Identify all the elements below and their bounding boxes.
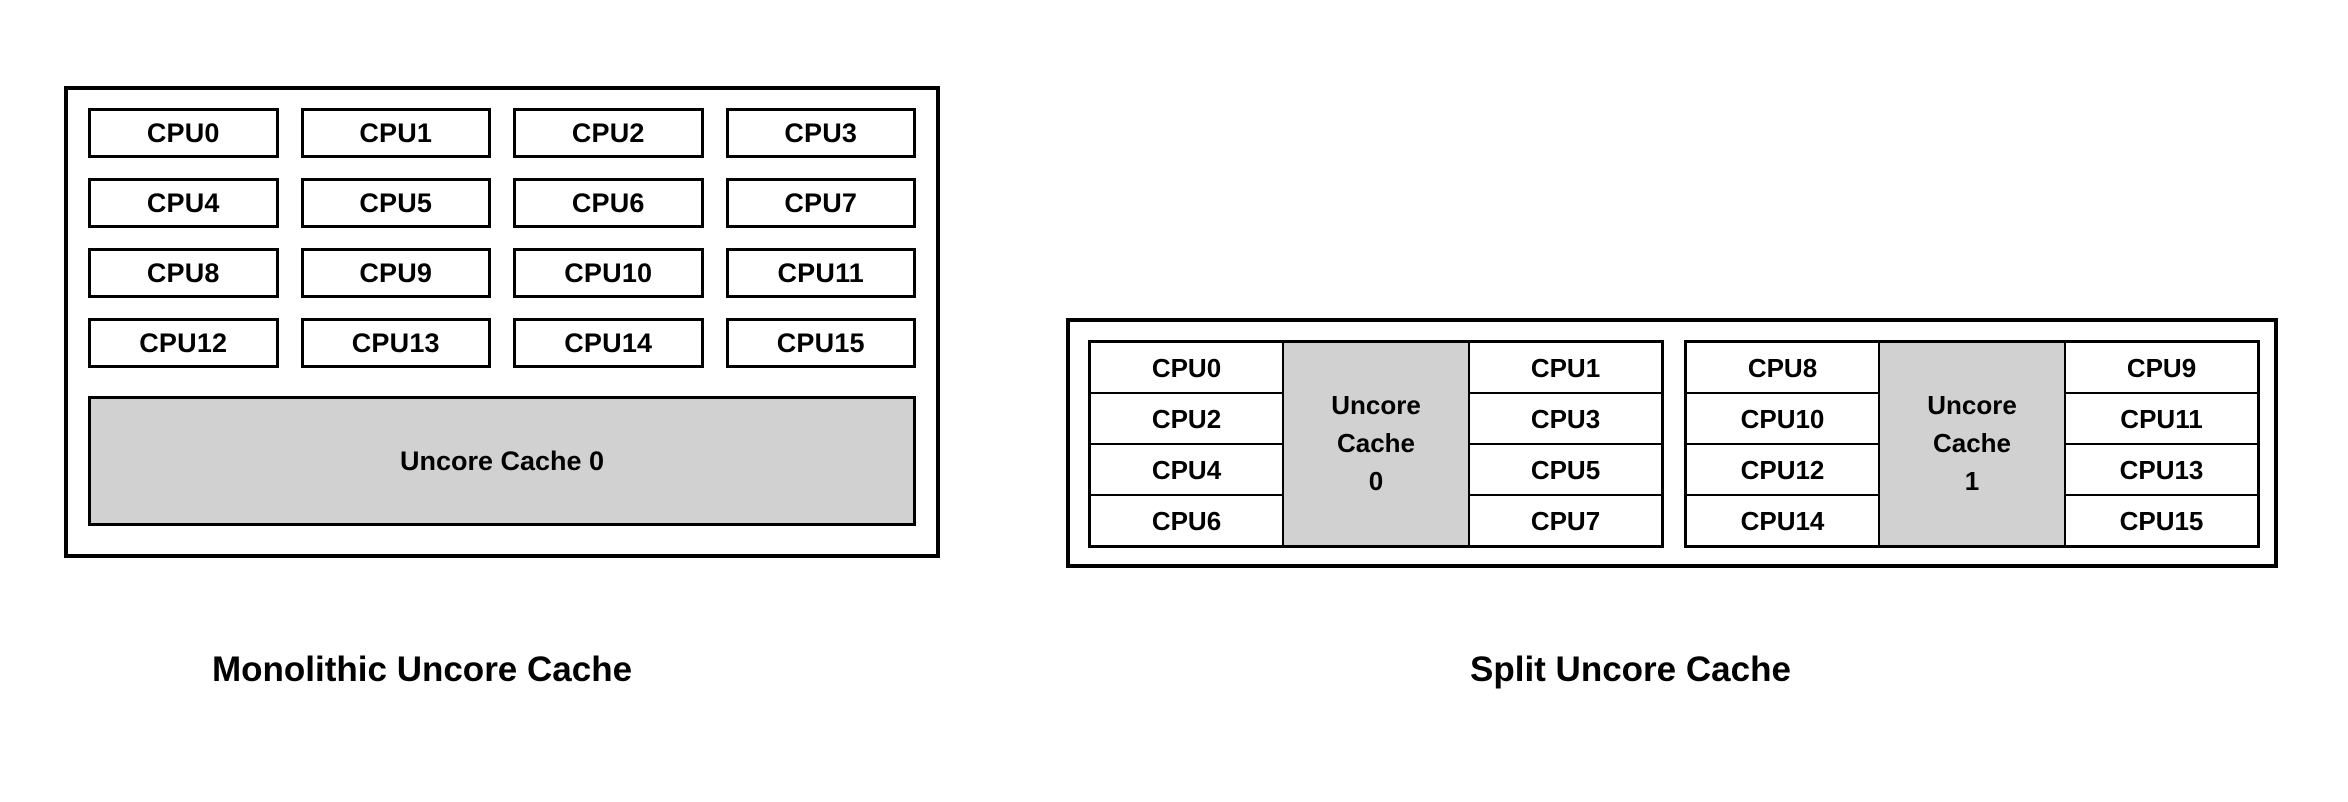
cluster-right-cpu-column: CPU1 CPU3 CPU5 CPU7 — [1470, 343, 1661, 545]
cpu-box: CPU2 — [1091, 394, 1282, 445]
cpu-box: CPU0 — [1091, 343, 1282, 394]
uncore-cache-label-line1: Uncore — [1927, 390, 2017, 421]
cpu-box: CPU12 — [88, 318, 279, 368]
cpu-box: CPU11 — [2066, 394, 2257, 445]
cpu-box: CPU2 — [513, 108, 704, 158]
cpu-box: CPU5 — [1470, 445, 1661, 496]
cpu-box: CPU10 — [1687, 394, 1878, 445]
cpu-box: CPU8 — [1687, 343, 1878, 394]
cpu-box: CPU12 — [1687, 445, 1878, 496]
cpu-box: CPU9 — [300, 248, 491, 298]
cpu-box: CPU7 — [725, 178, 916, 228]
cluster-right-cpu-column: CPU9 CPU11 CPU13 CPU15 — [2066, 343, 2257, 545]
split-caption: Split Uncore Cache — [1470, 650, 1791, 689]
cpu-box: CPU1 — [300, 108, 491, 158]
cpu-box: CPU6 — [513, 178, 704, 228]
cpu-box: CPU7 — [1470, 496, 1661, 545]
cpu-box: CPU1 — [1470, 343, 1661, 394]
monolithic-cpu-grid: CPU0 CPU1 CPU2 CPU3 CPU4 CPU5 CPU6 CPU7 … — [88, 108, 916, 368]
cpu-box: CPU3 — [725, 108, 916, 158]
uncore-cache-label-line3: 1 — [1964, 465, 1980, 496]
cpu-box: CPU4 — [88, 178, 279, 228]
cpu-box: CPU9 — [2066, 343, 2257, 394]
uncore-cache-label-line2: Cache — [1932, 428, 2012, 459]
cpu-box: CPU11 — [725, 248, 916, 298]
cpu-box: CPU14 — [513, 318, 704, 368]
split-package-outline: CPU0 CPU2 CPU4 CPU6 Uncore Cache 0 CPU1 … — [1066, 318, 2278, 568]
cpu-box: CPU4 — [1091, 445, 1282, 496]
uncore-cache-label-line3: 0 — [1368, 465, 1384, 496]
cpu-box: CPU8 — [88, 248, 279, 298]
cpu-box: CPU14 — [1687, 496, 1878, 545]
uncore-cache-label-line2: Cache — [1336, 428, 1416, 459]
cpu-box: CPU5 — [300, 178, 491, 228]
cpu-box: CPU13 — [300, 318, 491, 368]
cluster-left-cpu-column: CPU8 CPU10 CPU12 CPU14 — [1687, 343, 1878, 545]
cpu-box: CPU15 — [725, 318, 916, 368]
cpu-box: CPU15 — [2066, 496, 2257, 545]
monolithic-package-outline: CPU0 CPU1 CPU2 CPU3 CPU4 CPU5 CPU6 CPU7 … — [64, 86, 940, 558]
cpu-cluster: CPU0 CPU2 CPU4 CPU6 Uncore Cache 0 CPU1 … — [1088, 340, 1664, 548]
uncore-cache-label-line1: Uncore — [1331, 390, 1421, 421]
cpu-box: CPU13 — [2066, 445, 2257, 496]
uncore-cache-block: Uncore Cache 0 — [1282, 343, 1470, 545]
cpu-box: CPU6 — [1091, 496, 1282, 545]
split-cluster-container: CPU0 CPU2 CPU4 CPU6 Uncore Cache 0 CPU1 … — [1088, 340, 2260, 548]
monolithic-caption: Monolithic Uncore Cache — [212, 650, 633, 689]
cpu-box: CPU3 — [1470, 394, 1661, 445]
cpu-box: CPU0 — [88, 108, 279, 158]
cpu-cluster: CPU8 CPU10 CPU12 CPU14 Uncore Cache 1 CP… — [1684, 340, 2260, 548]
uncore-cache-block: Uncore Cache 1 — [1878, 343, 2066, 545]
uncore-cache-block: Uncore Cache 0 — [88, 396, 916, 526]
cluster-left-cpu-column: CPU0 CPU2 CPU4 CPU6 — [1091, 343, 1282, 545]
cpu-box: CPU10 — [513, 248, 704, 298]
